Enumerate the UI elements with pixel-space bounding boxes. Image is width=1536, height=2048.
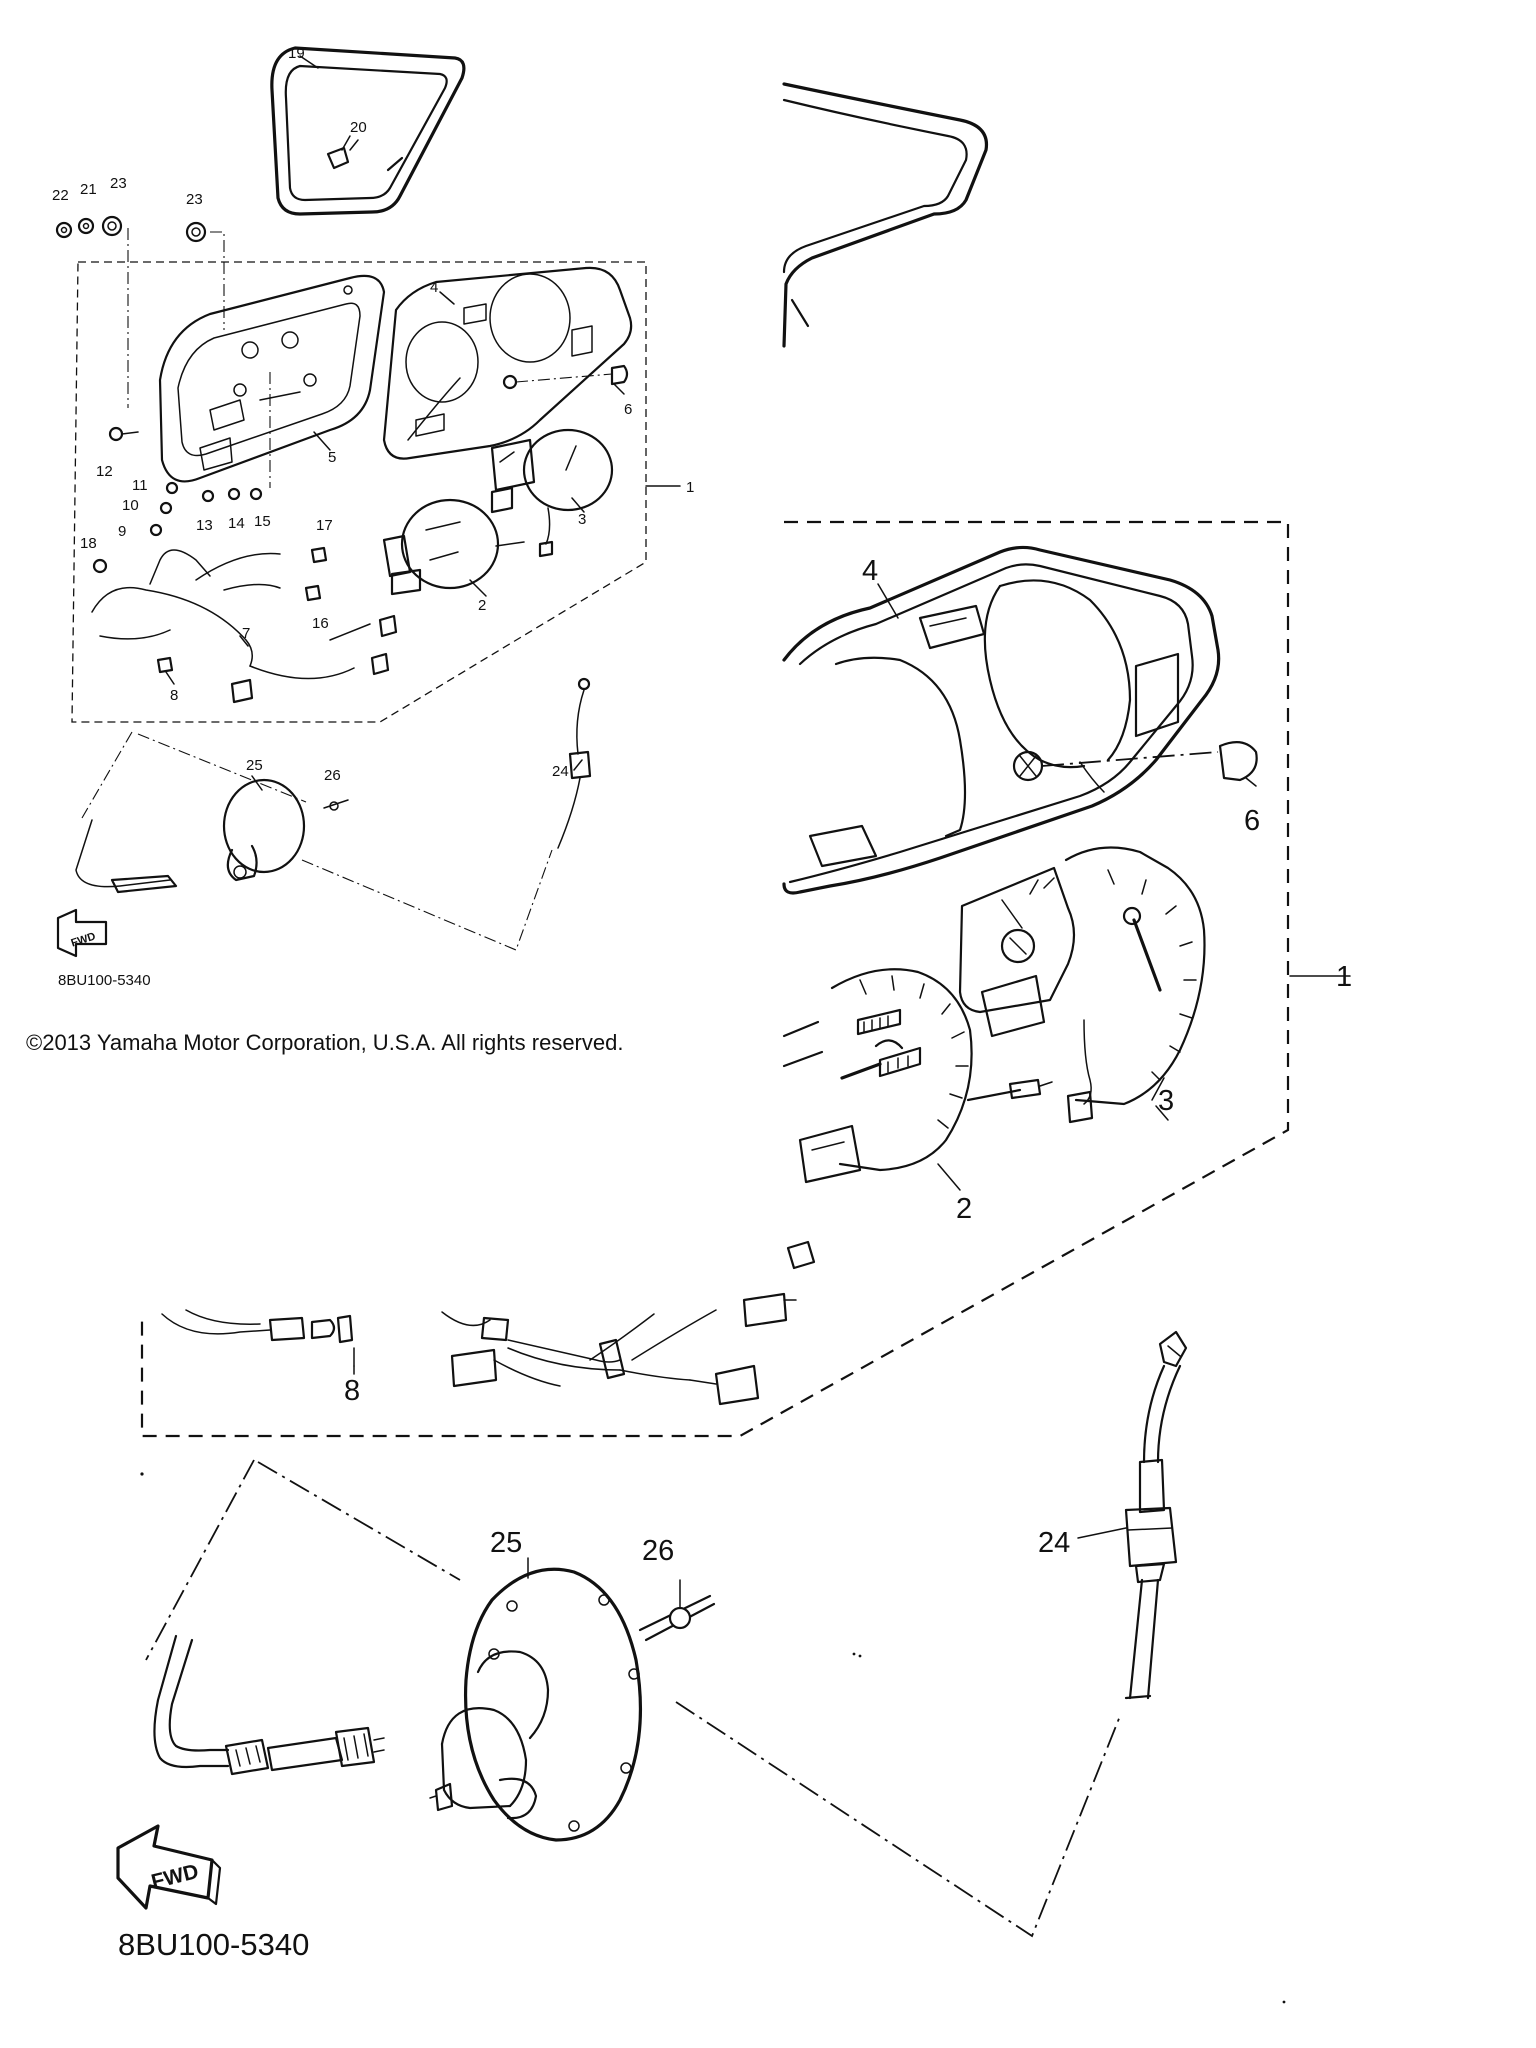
detail-callout-2: 2 (956, 1193, 972, 1225)
fwd-label-large: FWD (149, 1860, 201, 1894)
callout-26: 26 (324, 767, 341, 784)
callout-23-b: 23 (186, 191, 203, 208)
callout-19: 19 (288, 45, 305, 62)
callout-3: 3 (578, 511, 586, 528)
part-24-speedometer-cable (557, 677, 592, 849)
callout-2: 2 (478, 597, 486, 614)
part-4-meter-panel (382, 266, 633, 460)
part-23-grommet-b (185, 221, 207, 243)
part-9-bulb (149, 523, 163, 537)
callout-5: 5 (328, 449, 336, 466)
callout-22: 22 (52, 187, 69, 204)
part-15-nut (249, 487, 263, 501)
part-23-grommet-a (101, 215, 123, 237)
detail-part-4-meter-panel (782, 545, 1221, 895)
part-20-rubber-cap (326, 135, 351, 170)
part-7-wire-harness (91, 549, 398, 704)
part-25-gear-unit (222, 778, 306, 882)
callout-15: 15 (254, 513, 271, 530)
part-14-washer (227, 487, 241, 501)
part-26-washer (323, 799, 349, 811)
part-3-tachometer-unit (490, 428, 614, 558)
detail-part-7-wire-harness (161, 1292, 797, 1406)
part-21-washer (77, 217, 95, 235)
detail-chain-lines (145, 1459, 1121, 1938)
detail-callout-4: 4 (862, 555, 878, 587)
detail-part-24-speedometer-cable (1124, 1330, 1188, 1700)
detail-fwd-arrow (116, 1824, 222, 1910)
callout-10: 10 (122, 497, 139, 514)
callout-6: 6 (624, 401, 632, 418)
callout-14: 14 (228, 515, 245, 532)
assembly-1-boundary-small (71, 261, 647, 723)
part-16-bulb (304, 584, 322, 602)
callout-23-a: 23 (110, 175, 127, 192)
copyright-notice: ©2013 Yamaha Motor Corporation, U.S.A. A… (26, 1030, 624, 1055)
detail-callout-8: 8 (344, 1375, 360, 1407)
detail-connector-near-2 (786, 1240, 816, 1270)
callout-18: 18 (80, 535, 97, 552)
detail-part-6-lamp-socket (1012, 741, 1258, 782)
detail-part-3-tachometer-unit (958, 846, 1206, 1124)
part-22-nut (55, 221, 73, 239)
assembly-1-boundary-large (140, 520, 1290, 1438)
part-2-speedometer-unit (382, 498, 525, 596)
overview-callout-labels: 19 20 22 21 23 23 4 6 5 12 11 10 9 13 14… (52, 45, 694, 950)
detail-leaders (353, 583, 1351, 1609)
part-19-meter-cover (270, 46, 466, 216)
detail-part-2-speedometer-unit (782, 968, 1053, 1184)
detail-callout-labels: 4 6 1 3 2 8 24 25 26 FWD (149, 555, 1352, 1894)
detail-callout-25: 25 (490, 1527, 522, 1559)
part-17-bulb (310, 546, 328, 564)
diagram-code-large: 8BU100-5340 (118, 1927, 310, 1962)
fwd-arrow-small (56, 908, 108, 958)
callout-8: 8 (170, 687, 178, 704)
part-6-lamp-socket (502, 364, 629, 390)
callout-11: 11 (132, 477, 148, 494)
detail-callout-6: 6 (1244, 805, 1260, 837)
diagram-code-small: 8BU100-5340 (58, 972, 151, 989)
detail-drive-cable (153, 1634, 385, 1776)
part-12-screw (108, 426, 139, 442)
detail-part-25-gear-unit (429, 1567, 643, 1842)
callout-7: 7 (242, 625, 250, 642)
callout-17: 17 (316, 517, 333, 534)
callout-20: 20 (350, 119, 367, 136)
detail-part-26-washer (638, 1594, 716, 1642)
detail-callout-1: 1 (1336, 961, 1352, 993)
small-cable-loop (75, 819, 171, 888)
detail-callout-26: 26 (642, 1535, 674, 1567)
overview-diagram (55, 46, 681, 958)
part-11-nut (165, 481, 179, 495)
detail-callout-24: 24 (1038, 1527, 1070, 1559)
part-10-washer (159, 501, 173, 515)
callout-13: 13 (196, 517, 213, 534)
part-18-socket (92, 558, 108, 574)
detail-diagram (116, 82, 1351, 2004)
callout-16: 16 (312, 615, 329, 632)
detail-part-19-meter-cover (782, 82, 989, 348)
callout-1: 1 (686, 479, 694, 496)
detail-callout-3: 3 (1158, 1085, 1174, 1117)
callout-24: 24 (552, 763, 569, 780)
fwd-label-small: FWD (70, 930, 98, 949)
part-8-bulb (156, 656, 174, 674)
callout-9: 9 (118, 523, 126, 540)
callout-4: 4 (430, 279, 438, 296)
callout-12: 12 (96, 463, 113, 480)
callout-21: 21 (80, 181, 97, 198)
part-13-nut (201, 489, 215, 503)
detail-part-8-bulb (336, 1314, 355, 1367)
part-5-meter-case (158, 274, 386, 483)
callout-25: 25 (246, 757, 263, 774)
overview-leaders (165, 55, 681, 791)
